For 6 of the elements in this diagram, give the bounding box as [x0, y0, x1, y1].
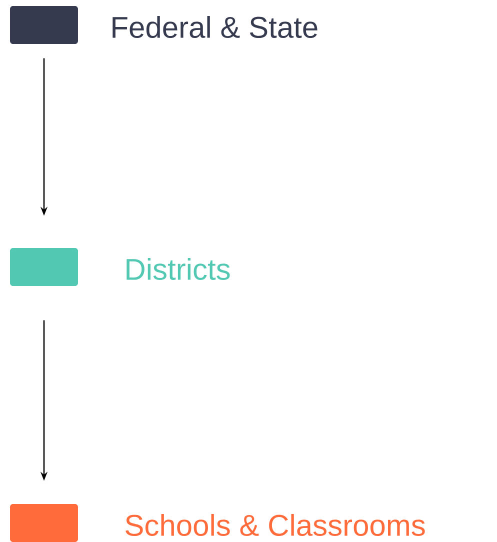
node-label: Federal & State	[112, 16, 318, 38]
swatch-box	[10, 504, 78, 542]
node-label: Districts	[126, 258, 230, 280]
swatch-box	[10, 248, 78, 286]
swatch-box	[10, 6, 78, 44]
node-label: Schools & Classrooms	[126, 514, 425, 536]
